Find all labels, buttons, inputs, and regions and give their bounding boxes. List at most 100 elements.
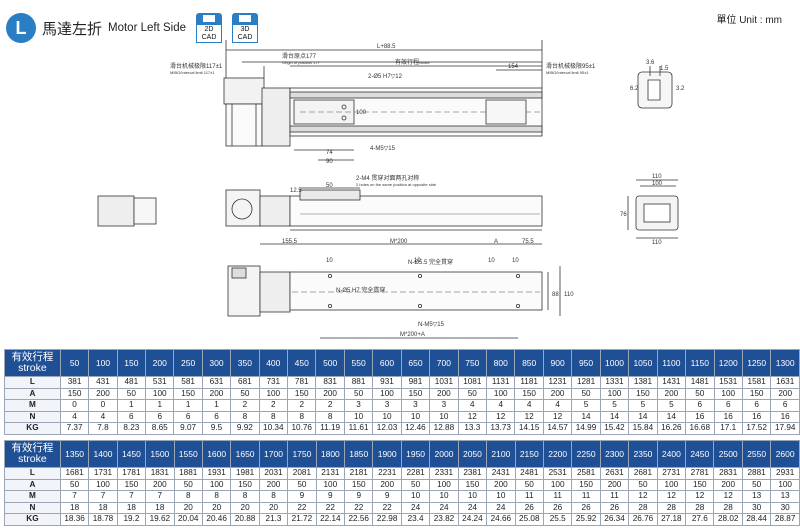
table-cell: 28.87 — [770, 513, 800, 526]
table-cell: 7 — [88, 490, 118, 503]
table-cell: 50 — [741, 478, 772, 491]
table-cell: 28.02 — [713, 513, 743, 526]
table-cell: 0 — [59, 399, 90, 412]
table-cell: 12 — [514, 410, 544, 423]
row-label: L — [4, 467, 61, 480]
row-label: KG — [4, 513, 61, 526]
table-cell: 16 — [685, 410, 715, 423]
table-cell: 2631 — [599, 467, 630, 480]
table-cell: 6 — [713, 399, 743, 412]
dim-sq-15: 1.5 — [660, 66, 669, 72]
table-cell: 12 — [656, 490, 687, 503]
table-cell: 5 — [628, 399, 658, 412]
table-cell: 11 — [542, 490, 573, 503]
table-cell: 1731 — [88, 467, 118, 480]
table-cell: 1681 — [59, 467, 90, 480]
table-cell: 23.82 — [429, 513, 459, 526]
table-cell: 2081 — [287, 467, 317, 480]
table-cell: 2831 — [713, 467, 743, 480]
cad-2d-icon[interactable]: 2D CAD — [196, 13, 222, 43]
table-cell: 14.15 — [514, 422, 544, 435]
stroke-header-cell: 2000 — [429, 440, 459, 468]
table-cell: 981 — [400, 376, 431, 389]
stroke-header-cell: 550 — [343, 349, 374, 377]
table-cell: 100 — [145, 387, 175, 400]
table-cell: 1481 — [685, 376, 715, 389]
table-cell: 200 — [88, 387, 118, 400]
table-cell: 100 — [770, 478, 800, 491]
table-cell: 3 — [372, 399, 402, 412]
table-cell: 24 — [429, 501, 459, 514]
table-cell: 2681 — [628, 467, 658, 480]
table-cell: 100 — [88, 478, 118, 491]
table-cell: 200 — [372, 478, 402, 491]
table-cell: 9.5 — [201, 422, 232, 435]
side-view — [97, 187, 543, 231]
table-cell: 150 — [571, 478, 601, 491]
table-cell: 12.03 — [372, 422, 402, 435]
table-cell: 150 — [514, 387, 544, 400]
table-cell: 13.3 — [457, 422, 488, 435]
table-cell: 12 — [542, 410, 573, 423]
dim-base-110: 110 — [564, 292, 574, 298]
stroke-header-cell: 900 — [542, 349, 573, 377]
table-cell: 22.56 — [344, 513, 374, 526]
dim-90: 90 — [326, 159, 333, 165]
table-cell: 200 — [656, 387, 687, 400]
table-cell: 26.34 — [599, 513, 630, 526]
table-cell: 26 — [542, 501, 573, 514]
table-cell: 1431 — [656, 376, 687, 389]
stroke-header-cell: 300 — [201, 349, 232, 377]
table-cell: 4 — [542, 399, 573, 412]
table-cell: 9.07 — [173, 422, 203, 435]
table-cell: 150 — [173, 387, 203, 400]
dim-end-76: 76 — [620, 212, 627, 218]
dim-origin: 滑台原点177 — [282, 52, 317, 60]
base-view — [227, 243, 561, 339]
table-cell: 10 — [457, 490, 488, 503]
stroke-header-cell: 1050 — [628, 349, 658, 377]
table-cell: 681 — [230, 376, 260, 389]
table-cell: 14 — [571, 410, 601, 423]
dim-limit-left: 滑台机械极限117±1 — [170, 62, 223, 70]
stroke-header-cell: 350 — [230, 349, 260, 377]
table-cell: 10 — [372, 410, 402, 423]
table-cell: 28 — [628, 501, 658, 514]
table-cell: 2 — [287, 399, 317, 412]
table-cell: 14.99 — [571, 422, 601, 435]
table-cell: 5 — [656, 399, 687, 412]
stroke-header-cell: 1500 — [145, 440, 175, 468]
table-cell: 18.36 — [59, 513, 90, 526]
table-cell: 2531 — [542, 467, 573, 480]
table-cell: 20 — [201, 501, 232, 514]
table-cell: 2231 — [372, 467, 402, 480]
table-cell: 22 — [287, 501, 317, 514]
table-cell: 50 — [343, 387, 374, 400]
table-cell: 50 — [400, 478, 431, 491]
table-cell: 431 — [88, 376, 118, 389]
table-cell: 100 — [429, 478, 459, 491]
table-cell: 200 — [713, 478, 743, 491]
table-cell: 18 — [116, 501, 147, 514]
table-cell: 50 — [287, 478, 317, 491]
table-cell: 6 — [770, 399, 800, 412]
table-cell: 20 — [258, 501, 289, 514]
table-cell: 5 — [571, 399, 601, 412]
dim-m5: 4-M5▽15 — [370, 146, 396, 152]
title-en: Motor Left Side — [108, 22, 186, 34]
table-cell: 2281 — [400, 467, 431, 480]
stroke-header-cell: 1350 — [59, 440, 90, 468]
table-cell: 1631 — [770, 376, 800, 389]
table-cell: 6 — [685, 399, 715, 412]
table-cell: 150 — [685, 478, 715, 491]
table-cell: 3 — [429, 399, 459, 412]
table-cell: 531 — [145, 376, 175, 389]
cad-3d-icon[interactable]: 3D CAD — [232, 13, 258, 43]
dim-limit-right-en: MIBO/Interval limit 95±1 — [546, 70, 589, 75]
table-cell: 27.6 — [685, 513, 715, 526]
dim-base-m200: M*200 — [390, 239, 408, 245]
dim-base-a: A — [494, 239, 498, 245]
table-cell: 24.24 — [457, 513, 488, 526]
